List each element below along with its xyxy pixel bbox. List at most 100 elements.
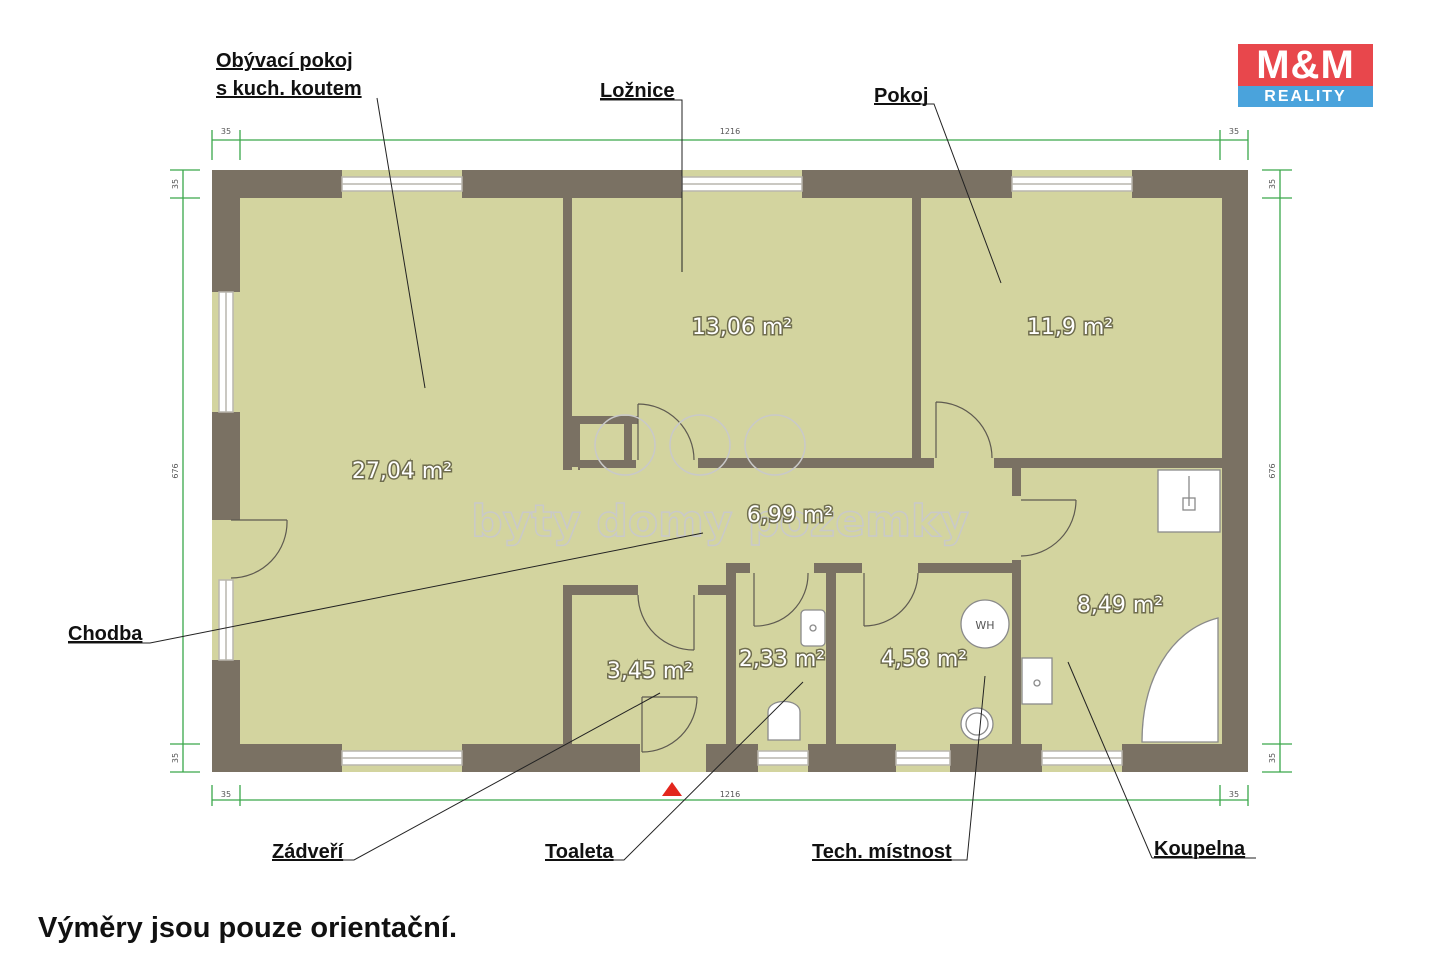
logo-bottom-text: REALITY xyxy=(1238,86,1373,107)
wall-segment xyxy=(624,424,632,460)
wall-segment xyxy=(462,744,640,772)
door-swing xyxy=(637,594,695,651)
wall-segment xyxy=(726,563,736,745)
wall-segment xyxy=(918,563,1012,573)
area-living: 27,04 m² xyxy=(352,459,452,484)
leader-line xyxy=(545,681,804,861)
wall-segment xyxy=(212,412,240,520)
wall-segment xyxy=(726,563,750,573)
dimension-label: 35 xyxy=(221,127,231,136)
fixtures xyxy=(767,469,1221,743)
area-room: 11,9 m² xyxy=(1027,315,1113,340)
wall-segment xyxy=(698,585,728,595)
leader-line xyxy=(272,692,661,861)
door-swing xyxy=(935,401,993,459)
door-swing xyxy=(753,572,809,627)
water-heater-icon xyxy=(960,599,1010,649)
dimension-label: 35 xyxy=(1229,127,1239,136)
wall-segment xyxy=(572,585,638,595)
watermark-circle-icon xyxy=(669,414,731,476)
dimension-label: 35 xyxy=(171,753,180,763)
wall-segment xyxy=(814,563,862,573)
doors xyxy=(230,401,1077,753)
watermark-circle-icon xyxy=(744,414,806,476)
door-swing xyxy=(230,519,288,579)
door-swing xyxy=(641,696,697,752)
wall-segment xyxy=(462,170,682,198)
leader-line xyxy=(376,97,426,389)
wall-segment xyxy=(698,458,934,468)
brand-logo: M&M REALITY xyxy=(1238,44,1373,107)
dimension-label: 676 xyxy=(1268,463,1277,478)
callout-living-line2: s kuch. koutem xyxy=(216,78,362,100)
wall-segment xyxy=(950,744,1042,772)
leader-line xyxy=(68,532,704,644)
dimension-lines xyxy=(170,130,1292,806)
dimension-label: 35 xyxy=(1268,753,1277,763)
entrance-marker-icon xyxy=(662,782,682,796)
callout-tech: Tech. místnost xyxy=(812,841,952,863)
wall-segment xyxy=(572,424,580,470)
watermark: byty domy pozemky xyxy=(470,414,970,548)
room-area-labels: 27,04 m² 13,06 m² 11,9 m² 6,99 m² 8,49 m… xyxy=(350,314,1164,686)
wall-segment xyxy=(912,198,921,460)
dimension-label: 35 xyxy=(1268,179,1277,189)
walls xyxy=(212,170,1248,772)
logo-top-text: M&M xyxy=(1238,44,1373,86)
wall-segment xyxy=(212,660,240,772)
wall-segment xyxy=(1012,458,1021,496)
callout-hall: Chodba xyxy=(68,623,143,645)
leader-line xyxy=(812,675,986,861)
watermark-circle-icon xyxy=(594,414,656,476)
dimension-label: 1216 xyxy=(720,127,740,136)
leader-line xyxy=(600,99,683,272)
door-swing xyxy=(641,696,698,753)
area-hall: 6,99 m² xyxy=(747,503,833,528)
leader-line xyxy=(874,103,1002,284)
dimension-labels: 35 1216 35 35 1216 35 35 676 35 35 676 3… xyxy=(171,127,1277,799)
door-swing xyxy=(863,572,919,627)
watermark-text: byty domy pozemky xyxy=(471,496,969,547)
wall-segment xyxy=(572,416,638,424)
hall-floor-gap xyxy=(572,467,578,585)
toilet-icon xyxy=(767,700,801,741)
callout-room: Pokoj xyxy=(874,85,928,107)
dimension-label: 676 xyxy=(171,463,180,478)
room-callouts: Obývací pokoj s kuch. koutem Ložnice Pok… xyxy=(68,50,1246,863)
disclaimer-text: Výměry jsou pouze orientační. xyxy=(38,912,457,944)
dimension-label: 35 xyxy=(1229,790,1239,799)
leader-lines xyxy=(68,97,1256,861)
windows xyxy=(218,176,1133,766)
callout-bedroom: Ložnice xyxy=(600,80,674,102)
wall-segment xyxy=(826,563,836,745)
door-swing xyxy=(637,403,695,461)
callout-vestibule: Zádveří xyxy=(272,841,345,863)
callout-toilet: Toaleta xyxy=(545,841,614,863)
wall-segment xyxy=(563,198,572,470)
wall-segment xyxy=(994,458,1222,468)
dimension-label: 35 xyxy=(171,179,180,189)
sink-icon xyxy=(800,609,826,647)
area-vestibule: 3,45 m² xyxy=(607,659,693,684)
dimension-label: 35 xyxy=(221,790,231,799)
wall-segment xyxy=(572,460,636,468)
wall-segment xyxy=(706,744,758,772)
area-toilet: 2,33 m² xyxy=(739,647,825,672)
leader-line xyxy=(1067,661,1153,859)
wall-segment xyxy=(808,744,896,772)
washbasin-icon xyxy=(1021,657,1053,705)
door-swing xyxy=(1020,499,1077,557)
wall-segment xyxy=(563,585,572,745)
wall-segment xyxy=(1012,560,1021,745)
water-heater-label: WH xyxy=(975,619,994,632)
wall-segment xyxy=(212,170,240,292)
area-bedroom: 13,06 m² xyxy=(692,315,792,340)
dimension-label: 1216 xyxy=(720,790,740,799)
wall-segment xyxy=(1222,170,1248,772)
callout-living-line1: Obývací pokoj xyxy=(216,50,353,72)
wall-segment xyxy=(802,170,1012,198)
area-bathroom: 8,49 m² xyxy=(1077,593,1163,618)
bathtub-icon xyxy=(1141,617,1219,743)
area-tech: 4,58 m² xyxy=(881,647,967,672)
